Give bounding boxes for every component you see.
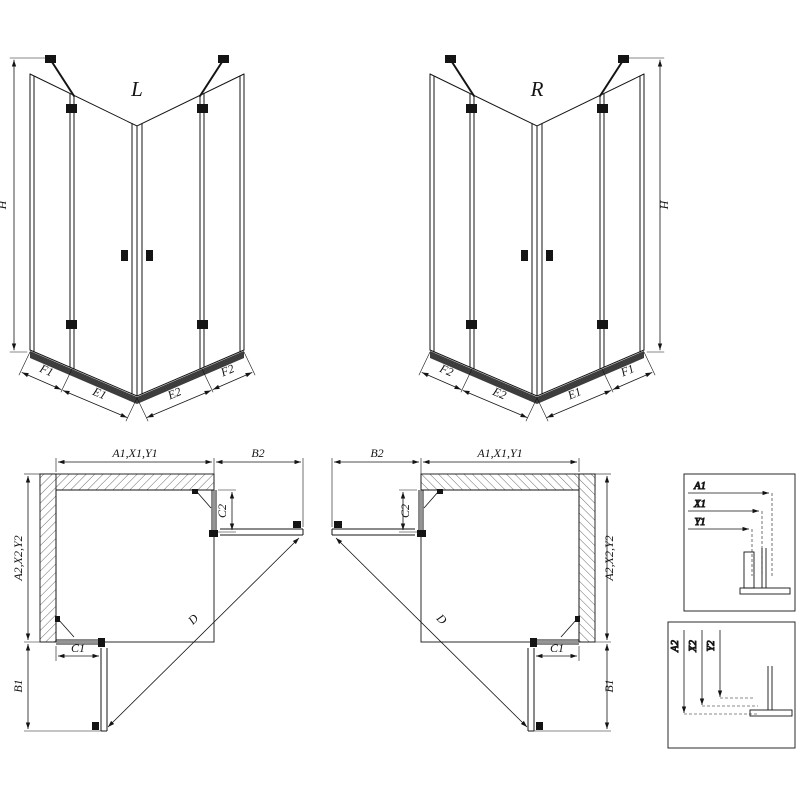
detail-top-reference-lines [751,493,773,576]
detail-bottom-profile [749,666,793,717]
iso-view-left: L H F1 E1 E2 F2 [0,55,255,421]
dim-label-a2x2y2-right: A2,X2,Y2 [602,535,616,581]
plan-view-left-geometry [24,458,303,731]
dim-label-e2-right: E2 [490,384,509,402]
dim-label-a1x1y1-right: A1,X1,Y1 [476,446,522,460]
dim-label-b1-right: B1 [602,679,616,692]
view-label-right: R [530,77,544,101]
dim-label-e2-left: E2 [165,384,184,402]
dim-label-h-right: H [657,199,671,210]
dim-label-d-left: D [184,611,201,628]
plan-view-left: A1,X1,Y1 B2 A2,X2,Y2 B1 C2 C1 D [11,446,303,731]
dim-label-c2-left: C2 [215,504,229,518]
detail-box-bottom-frame [667,621,796,749]
view-label-left: L [130,77,143,101]
detail-label-a2: A2 [670,639,681,652]
dim-label-a1x1y1-left: A1,X1,Y1 [111,446,157,460]
dim-label-f2-left: F2 [218,361,237,379]
detail-box-top-frame [683,473,796,612]
detail-label-a1: A1 [693,481,706,492]
dim-label-a2x2y2-left: A2,X2,Y2 [11,535,25,581]
detail-box-horizontal-dims: A1 X1 Y1 [683,473,796,612]
dim-label-f1-right: F1 [618,361,637,379]
detail-box-vertical-dims: A2 X2 Y2 [667,621,796,749]
dim-label-f2-right: F2 [437,361,456,379]
plan-view-right-geometry [332,458,611,731]
detail-bottom-reference-lines [684,697,758,715]
dim-label-c1-right: C1 [550,641,564,655]
dim-label-b2-right: B2 [370,446,383,460]
dim-label-b1-left: B1 [11,679,25,692]
detail-bottom-arrows [681,630,723,713]
detail-label-x2: X2 [688,639,699,652]
dim-label-h-left: H [0,199,9,210]
dim-label-e1-right: E1 [565,384,584,402]
dim-label-c1-left: C1 [71,641,85,655]
detail-label-y1: Y1 [694,517,705,528]
dim-label-c2-right: C2 [398,504,412,518]
detail-top-profile [739,548,791,595]
dim-label-b2-left: B2 [251,446,264,460]
dim-label-e1-left: E1 [90,384,109,402]
iso-view-right: R H F2 E2 E1 F1 [419,55,671,421]
detail-label-x1: X1 [693,499,706,510]
dim-label-d-right: D [433,610,450,627]
detail-label-y2: Y2 [706,640,717,652]
plan-view-right: B2 A1,X1,Y1 A2,X2,Y2 B1 C2 C1 D [332,446,616,731]
detail-top-arrows [688,490,769,532]
dim-label-f1-left: F1 [37,361,56,379]
